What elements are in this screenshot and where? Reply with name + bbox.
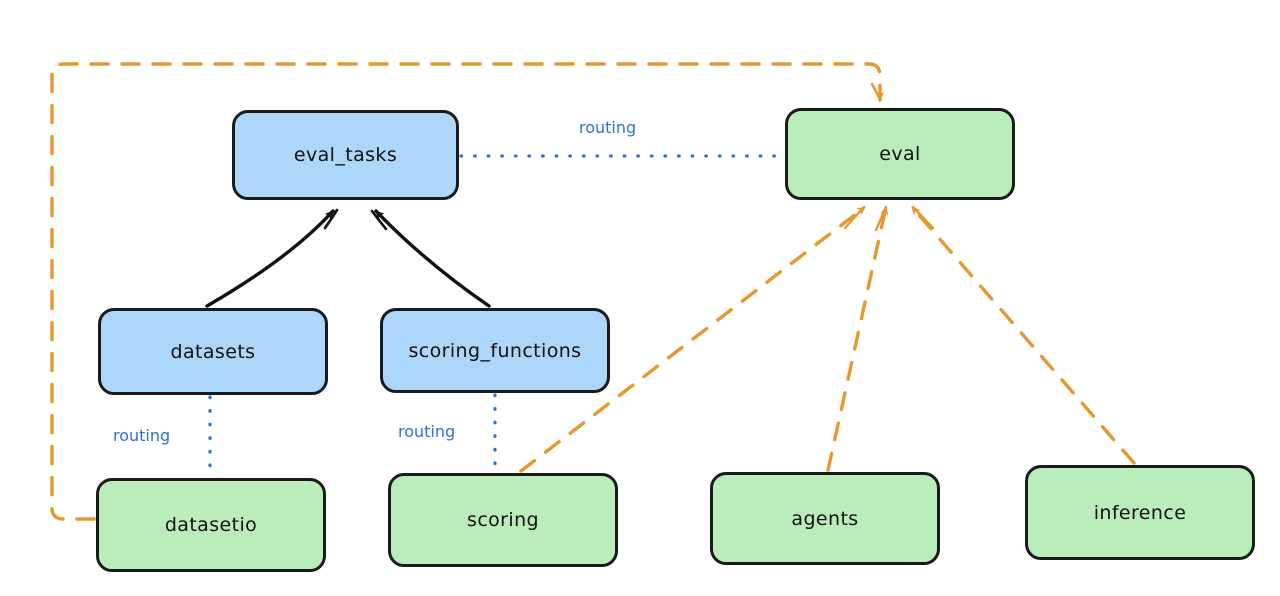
- edge-scoring-eval-barb: [843, 205, 866, 230]
- edge-agents-eval: [826, 205, 889, 472]
- edge-agents-eval-barb: [874, 205, 888, 232]
- edge-label-routing-datasets: routing: [113, 426, 171, 445]
- node-scoring[interactable]: scoring: [388, 473, 618, 567]
- edge-scoring_functions-eval_tasks: [374, 209, 491, 308]
- node-label-scoring_functions: scoring_functions: [408, 339, 582, 362]
- node-label-datasetio: datasetio: [164, 514, 258, 536]
- node-datasets[interactable]: datasets: [98, 308, 328, 395]
- node-eval_tasks[interactable]: eval_tasks: [232, 110, 459, 200]
- node-scoring_functions[interactable]: scoring_functions: [380, 308, 610, 393]
- node-label-inference: inference: [1093, 501, 1187, 524]
- edge-scoring_functions-eval_tasks-barb: [370, 209, 388, 231]
- node-agents[interactable]: agents: [710, 472, 940, 565]
- node-label-agents: agents: [791, 507, 859, 530]
- edge-inference-eval: [910, 205, 1136, 465]
- node-eval[interactable]: eval: [785, 108, 1015, 200]
- edge-label-routing-eval: routing: [579, 118, 637, 137]
- edge-datasets-eval_tasks-barb: [323, 208, 339, 230]
- edge-datasetio-eval-barb: [870, 82, 882, 101]
- edge-scoring-eval: [519, 205, 867, 473]
- node-inference[interactable]: inference: [1025, 465, 1255, 560]
- node-label-datasets: datasets: [170, 340, 256, 363]
- edge-datasetio-eval: [50, 62, 885, 521]
- node-label-eval_tasks: eval_tasks: [293, 144, 398, 166]
- node-datasetio[interactable]: datasetio: [96, 478, 326, 572]
- edge-datasets-eval_tasks: [205, 209, 335, 308]
- edge-label-routing-scoring: routing: [398, 422, 456, 441]
- node-label-scoring: scoring: [467, 509, 539, 531]
- node-label-eval: eval: [879, 143, 921, 165]
- edge-inference-eval-barb: [911, 205, 935, 230]
